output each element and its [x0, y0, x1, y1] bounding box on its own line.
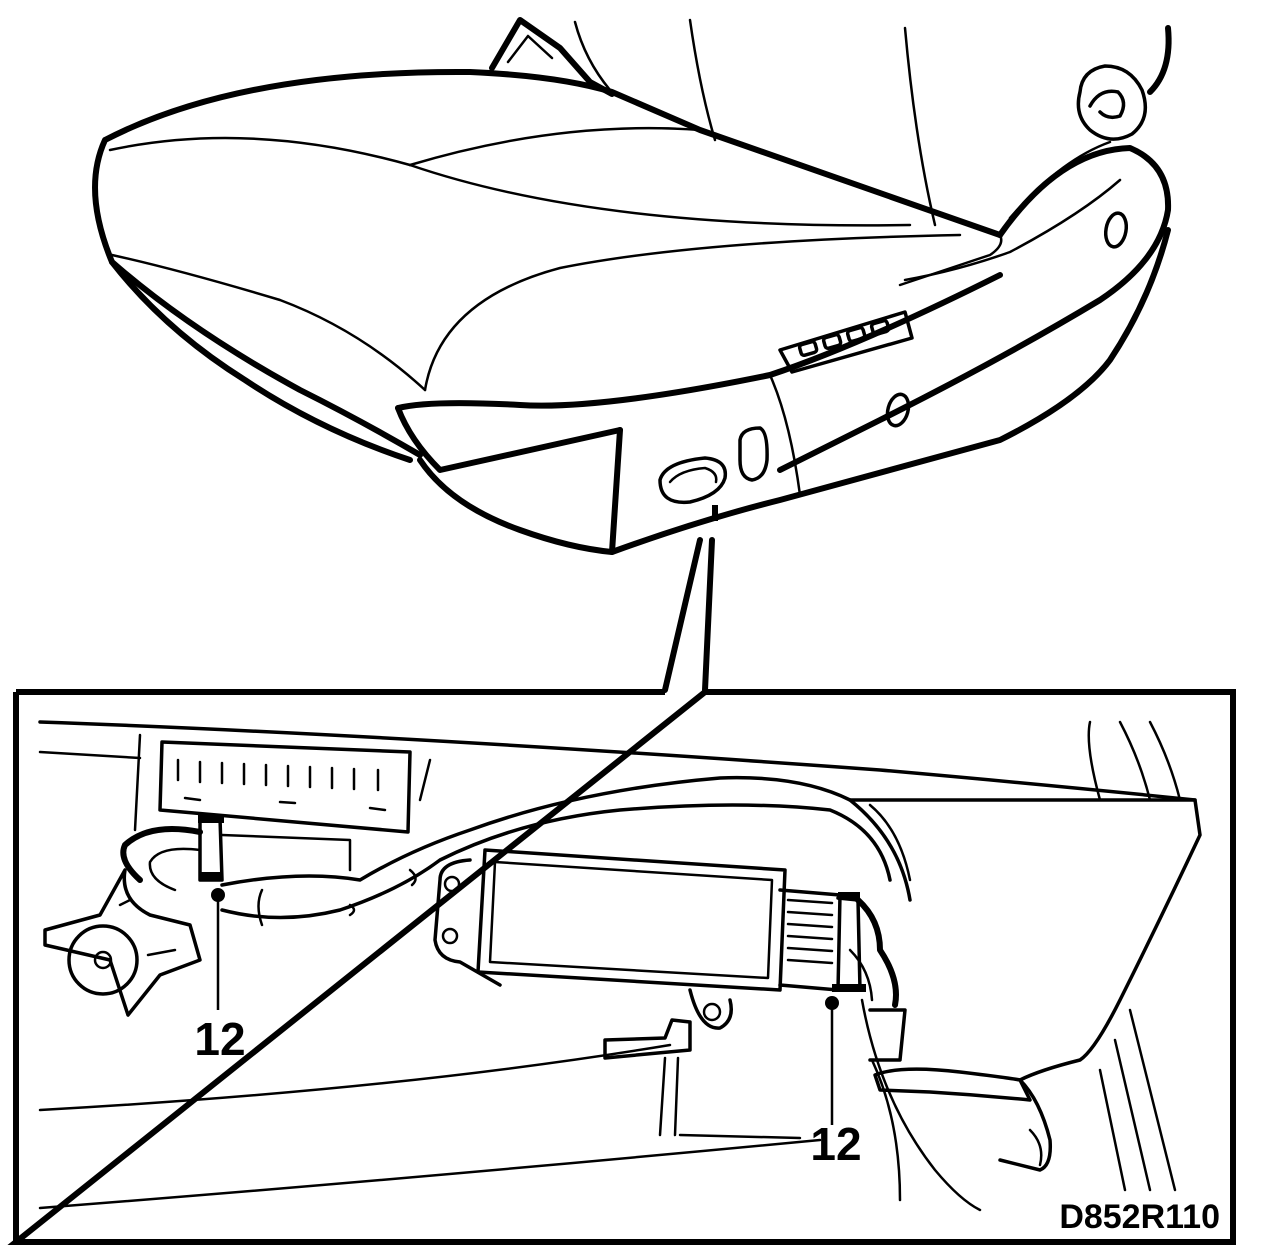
seat-cushion [92, 17, 1172, 555]
detail-underside-view [38, 720, 1202, 1212]
seat-adjust-switch [658, 426, 769, 505]
detail-leader [662, 537, 715, 693]
callout-dot [211, 888, 225, 902]
callout-dot [825, 996, 839, 1010]
callout-connector-right: 12 [810, 996, 862, 1170]
harness-left [43, 775, 912, 1017]
detail-frame [7, 689, 1236, 1245]
figure-code: D852R110 [1059, 1198, 1220, 1236]
callout-label: 12 [194, 1013, 245, 1065]
callout-label: 12 [810, 1118, 861, 1170]
control-module [433, 848, 842, 1137]
side-panel-right [848, 720, 1202, 1192]
detail-marker [712, 505, 718, 521]
connector-block [158, 740, 432, 834]
memory-button-panel [778, 310, 914, 374]
callout-connector-left: 12 [194, 888, 246, 1065]
